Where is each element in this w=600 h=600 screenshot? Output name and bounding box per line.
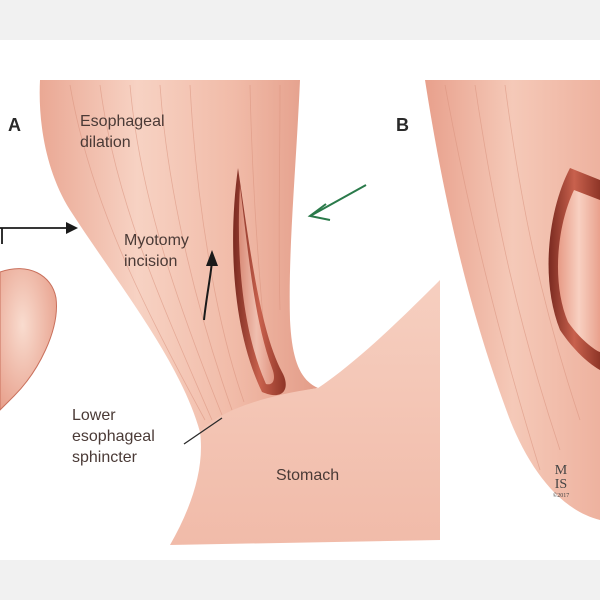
top-vignette [0, 0, 600, 40]
label-stomach: Stomach [276, 467, 340, 484]
muscle-fibers-a [69, 84, 281, 421]
label-esophageal-dilation: Esophageal dilation [80, 113, 165, 151]
illustrator-signature: M IS ©2017 [552, 463, 570, 500]
panel-label-b: B [396, 115, 409, 135]
myotomy-arrow-head [206, 250, 218, 266]
les-pointer [183, 417, 223, 445]
left-pointer-head [66, 222, 78, 234]
myotomy-cut-a [233, 168, 286, 396]
bottom-vignette [0, 560, 600, 600]
label-lower-esophageal-sphincter: Lower esophageal sphincter [72, 407, 155, 466]
myotomy-arrow [203, 261, 213, 321]
label-myotomy-incision: Myotomy incision [124, 232, 189, 270]
muscle-fibers-b [444, 84, 581, 471]
green-annotation-arrow [311, 184, 367, 216]
stomach-a [170, 280, 440, 545]
panel-label-a: A [8, 115, 21, 135]
mucosa-bulge-b [557, 190, 600, 352]
mucosa-bulge-a [238, 186, 274, 385]
esophagus-b [425, 80, 600, 520]
left-organ-edge [0, 268, 57, 411]
